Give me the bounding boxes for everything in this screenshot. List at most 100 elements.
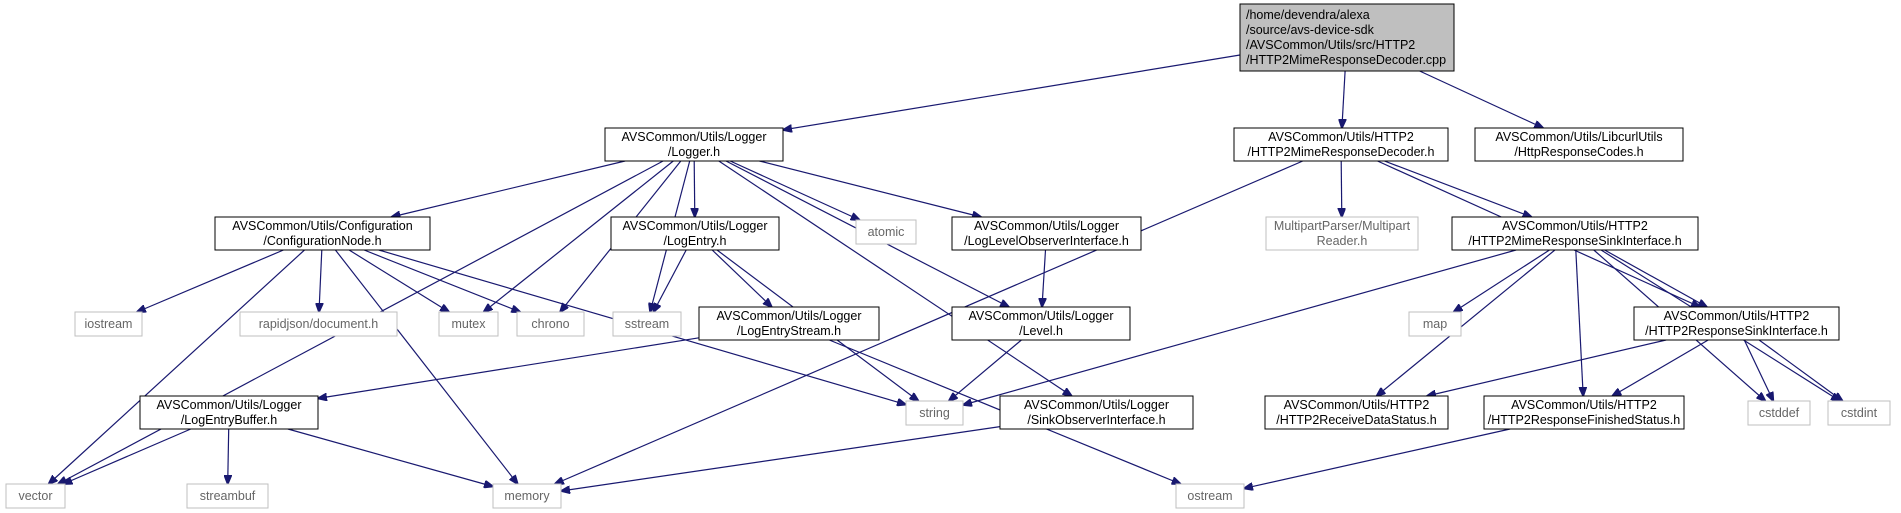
- edge-line: [694, 160, 695, 217]
- node-logentrybuffer[interactable]: AVSCommon/Utils/Logger/LogEntryBuffer.h: [139, 395, 319, 430]
- node-box: [1239, 3, 1455, 72]
- edge-line: [391, 160, 626, 217]
- node-ostream: ostream: [1175, 483, 1245, 509]
- node-box: [1408, 311, 1462, 337]
- node-recvstatus[interactable]: AVSCommon/Utils/HTTP2/HTTP2ReceiveDataSt…: [1264, 395, 1449, 430]
- edge-line: [319, 249, 322, 312]
- node-label-line: vector: [18, 489, 52, 503]
- node-label-line: /HTTP2MimeResponseDecoder.cpp: [1246, 53, 1446, 67]
- node-box: [239, 311, 398, 337]
- node-label-line: sstream: [625, 317, 669, 331]
- edge-logger-to-confignode: [391, 160, 626, 217]
- node-box: [1264, 395, 1449, 430]
- node-box: [492, 483, 562, 509]
- edge-line: [1341, 160, 1342, 217]
- edge-line: [1384, 160, 1531, 217]
- node-logentrystream[interactable]: AVSCommon/Utils/Logger/LogEntryStream.h: [698, 306, 880, 341]
- node-label-line: memory: [504, 489, 550, 503]
- node-box: [999, 395, 1194, 430]
- node-label-line: /SinkObserverInterface.h: [1027, 413, 1165, 427]
- node-label-line: AVSCommon/Utils/HTTP2: [1664, 309, 1810, 323]
- nodes-layer: /home/devendra/alexa/source/avs-device-s…: [5, 3, 1891, 509]
- edge-line: [334, 249, 517, 484]
- edge-line: [1575, 249, 1583, 396]
- edge-line: [711, 249, 772, 307]
- node-string: string: [905, 400, 964, 426]
- node-label-line: AVSCommon/Utils/Configuration: [232, 219, 412, 233]
- node-vector: vector: [5, 483, 66, 509]
- node-label-line: MultipartParser/Multipart: [1274, 219, 1411, 233]
- node-box: [1633, 306, 1840, 341]
- edge-line: [759, 160, 981, 217]
- edge-line: [1427, 339, 1667, 396]
- edge-confignode-to-iostream: [137, 249, 284, 312]
- node-label-line: /HTTP2MimeResponseDecoder.h: [1248, 145, 1435, 159]
- edge-level-to-string: [949, 339, 1022, 401]
- node-label-line: /HTTP2MimeResponseSinkInterface.h: [1468, 234, 1681, 248]
- node-confignode[interactable]: AVSCommon/Utils/Configuration/Configurat…: [214, 216, 431, 251]
- node-label-line: /LogLevelObserverInterface.h: [964, 234, 1129, 248]
- edge-logentrystream-to-logentrybuffer: [318, 337, 700, 399]
- edge-line: [555, 160, 1304, 484]
- edge-line: [1454, 249, 1550, 312]
- node-label-line: AVSCommon/Utils/Logger: [157, 398, 302, 412]
- node-logentry[interactable]: AVSCommon/Utils/Logger/LogEntry.h: [610, 216, 780, 251]
- node-box: [186, 483, 269, 509]
- node-cstdint: cstdint: [1827, 400, 1891, 426]
- node-sstream: sstream: [612, 311, 682, 337]
- edge-line: [1042, 249, 1046, 307]
- edge-line: [561, 426, 1001, 491]
- edge-line: [49, 249, 305, 484]
- node-finishedstatus[interactable]: AVSCommon/Utils/HTTP2/HTTP2ResponseFinis…: [1483, 395, 1685, 430]
- edge-mimesink-to-recvstatus: [1377, 249, 1556, 396]
- node-box: [1827, 400, 1891, 426]
- node-label-line: /LogEntry.h: [663, 234, 726, 248]
- node-label-line: AVSCommon/Utils/HTTP2: [1268, 130, 1414, 144]
- node-label-line: /home/devendra/alexa: [1246, 8, 1370, 22]
- node-label-line: AVSCommon/Utils/HTTP2: [1284, 398, 1430, 412]
- node-label-line: atomic: [868, 225, 905, 239]
- node-sinkobs[interactable]: AVSCommon/Utils/Logger/SinkObserverInter…: [999, 395, 1194, 430]
- edge-respsink-to-cstddef: [1743, 339, 1773, 401]
- node-loglevelobs[interactable]: AVSCommon/Utils/Logger/LogLevelObserverI…: [951, 216, 1142, 251]
- edge-logger-to-sinkobs: [718, 160, 1072, 396]
- node-label-line: cstddef: [1759, 406, 1800, 420]
- edge-logger-to-atomic: [729, 160, 860, 220]
- node-box: [1451, 216, 1699, 251]
- node-box: [74, 311, 143, 337]
- node-label-line: /ConfigurationNode.h: [263, 234, 381, 248]
- edge-logentrybuffer-to-streambuf: [228, 428, 229, 484]
- node-mimedecoder_h[interactable]: AVSCommon/Utils/HTTP2/HTTP2MimeResponseD…: [1233, 127, 1449, 162]
- node-httpcodes[interactable]: AVSCommon/Utils/LibcurlUtils/HttpRespons…: [1474, 127, 1684, 162]
- node-rapidjson: rapidjson/document.h: [239, 311, 398, 337]
- node-mimesink[interactable]: AVSCommon/Utils/HTTP2/HTTP2MimeResponseS…: [1451, 216, 1699, 251]
- edges-layer: [49, 54, 1843, 491]
- node-atomic: atomic: [855, 219, 917, 245]
- node-label-line: /LogEntryStream.h: [737, 324, 841, 338]
- node-box: [1175, 483, 1245, 509]
- edge-line: [653, 249, 687, 312]
- edge-line: [63, 428, 192, 484]
- edge-line: [1342, 70, 1345, 128]
- node-chrono: chrono: [516, 311, 585, 337]
- node-respsink[interactable]: AVSCommon/Utils/HTTP2/HTTP2ResponseSinkI…: [1633, 306, 1840, 341]
- node-label-line: /LogEntryBuffer.h: [181, 413, 277, 427]
- edge-logger-to-logentry: [694, 160, 695, 217]
- node-box: [1265, 216, 1419, 251]
- node-level[interactable]: AVSCommon/Utils/Logger/Level.h: [951, 306, 1131, 341]
- node-map: map: [1408, 311, 1462, 337]
- node-box: [139, 395, 319, 430]
- node-logger[interactable]: AVSCommon/Utils/Logger/Logger.h: [604, 127, 784, 162]
- edge-line: [1758, 339, 1843, 401]
- node-label-line: AVSCommon/Utils/Logger: [969, 309, 1114, 323]
- edge-line: [318, 337, 700, 399]
- node-label-line: ostream: [1187, 489, 1232, 503]
- edge-line: [137, 249, 284, 312]
- node-label-line: /HTTP2ResponseSinkInterface.h: [1645, 324, 1828, 338]
- node-root[interactable]: /home/devendra/alexa/source/avs-device-s…: [1239, 3, 1455, 72]
- edge-mimesink-to-finishedstatus: [1575, 249, 1583, 396]
- node-label-line: string: [919, 406, 950, 420]
- node-box: [698, 306, 880, 341]
- node-label-line: AVSCommon/Utils/Logger: [1024, 398, 1169, 412]
- node-box: [951, 216, 1142, 251]
